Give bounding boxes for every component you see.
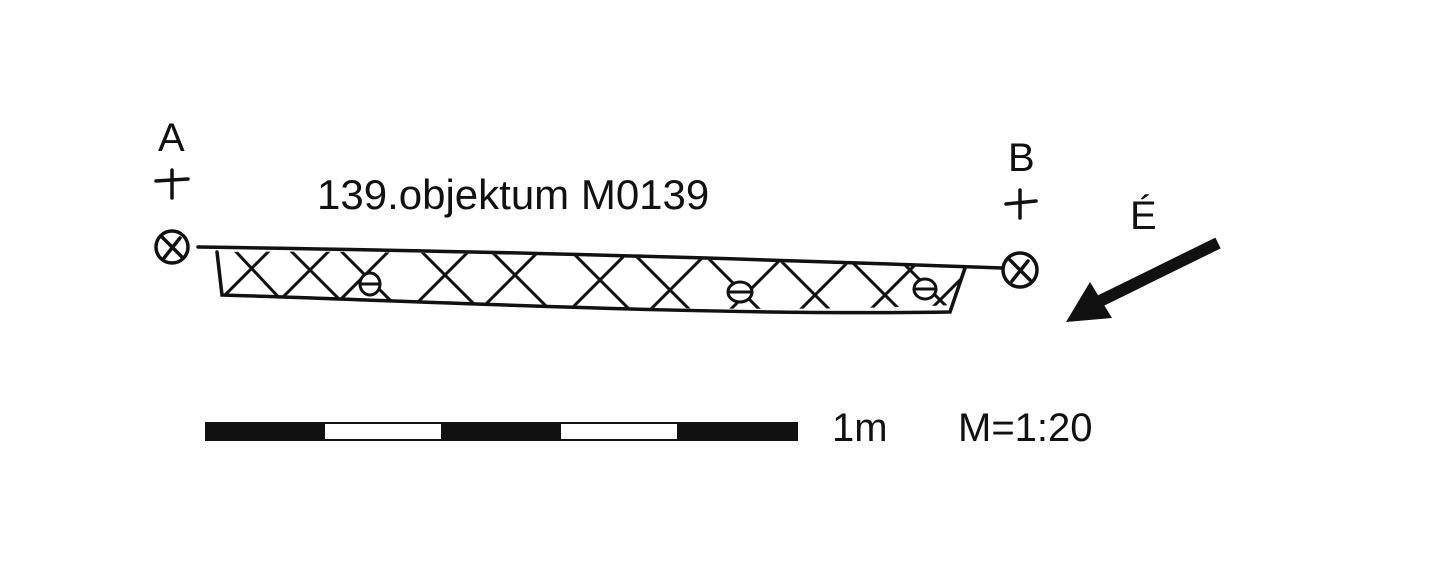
north-arrow-icon bbox=[1066, 237, 1221, 322]
north-label: É bbox=[1130, 194, 1157, 238]
find-markers bbox=[358, 271, 938, 304]
pit-outline bbox=[215, 250, 967, 315]
point-a-marker bbox=[154, 168, 190, 265]
point-a-label: A bbox=[158, 116, 185, 160]
scale-ratio: M=1:20 bbox=[958, 406, 1093, 450]
crosshatch-fill bbox=[217, 251, 965, 309]
surface-line bbox=[196, 245, 1004, 270]
scale-bar-label: 1m bbox=[832, 406, 888, 450]
point-b-marker bbox=[1001, 188, 1039, 289]
point-b-label: B bbox=[1008, 136, 1035, 180]
drawing-title: 139.objektum M0139 bbox=[317, 171, 710, 218]
scale-bar bbox=[205, 422, 798, 441]
